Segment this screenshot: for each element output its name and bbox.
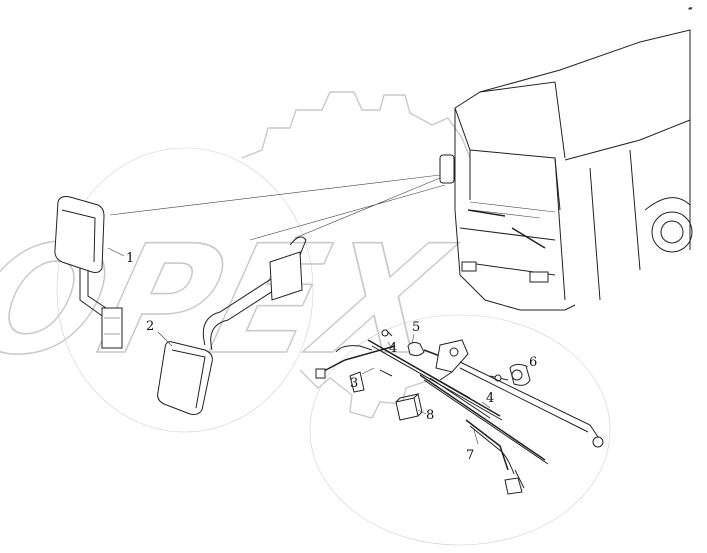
mirror-right (157, 236, 307, 415)
wiper-blade-lower (419, 361, 604, 465)
callout-4-lower: 4 (486, 391, 494, 406)
callout-4-upper: 4 (389, 341, 397, 356)
washer-block (395, 393, 423, 421)
callout-2: 2 (146, 319, 154, 334)
callout-3: 3 (350, 376, 358, 391)
bus-headlight-right-icon (529, 271, 549, 283)
mirror-left (54, 196, 123, 349)
wiper-arm-left (315, 345, 396, 393)
bus-side-mirror-icon (439, 154, 455, 184)
callout-1: 1 (126, 251, 134, 266)
watermark-gear-lower-icon (299, 369, 431, 419)
watermark-gear-icon (241, 91, 471, 159)
wiper-arm-right (465, 419, 525, 495)
callout-6: 6 (529, 355, 537, 370)
corner-mark: ▰ (688, 5, 693, 12)
callouts: 1 2 3 4 4 5 6 7 8 (107, 247, 537, 463)
watermark-ring-right (309, 314, 611, 546)
wiper-motor (489, 363, 531, 386)
callout-7: 7 (466, 448, 474, 463)
bus-illustration (439, 29, 693, 311)
wiper-linkage (381, 329, 469, 373)
callout-5: 5 (412, 320, 420, 335)
bus-wheel-icon (651, 211, 693, 253)
bus-headlight-left-icon (461, 261, 477, 272)
bus-wiper-icon (467, 209, 546, 249)
watermark-ring-left (56, 147, 314, 433)
callout-8: 8 (426, 408, 434, 423)
